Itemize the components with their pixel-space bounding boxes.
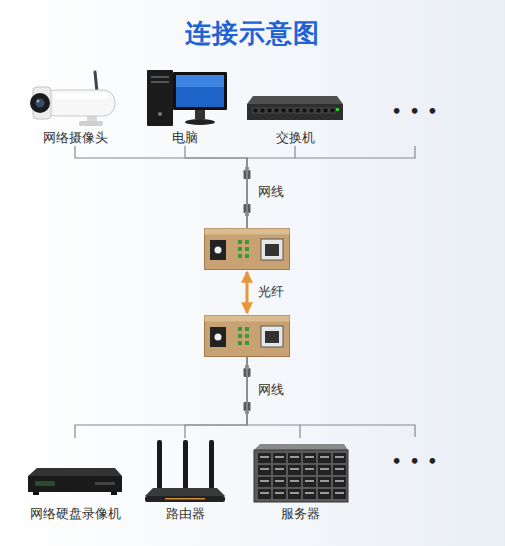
device-illustration — [135, 66, 235, 128]
device-node: 网络硬盘录像机 — [25, 438, 125, 522]
ellipsis-mark: • • • — [392, 104, 439, 120]
device-node — [204, 228, 290, 270]
device-label: 服务器 — [281, 506, 320, 522]
device-illustration — [204, 228, 290, 270]
device-label: 交换机 — [276, 130, 315, 146]
connector-line — [247, 357, 300, 438]
device-label: 电脑 — [172, 130, 198, 146]
device-illustration — [25, 66, 125, 128]
device-illustration — [135, 438, 235, 504]
connector-line — [185, 357, 247, 438]
connector-line — [75, 146, 247, 228]
device-node: 网络摄像头 — [25, 66, 125, 146]
device-node: 电脑 — [135, 66, 235, 146]
diagram-title: 连接示意图 — [0, 16, 505, 51]
device-illustration — [204, 315, 290, 357]
cable-label: 网线 — [258, 382, 284, 398]
device-label: 路由器 — [166, 506, 205, 522]
device-node: 服务器 — [250, 438, 350, 522]
device-label: 网络硬盘录像机 — [30, 506, 121, 522]
device-illustration — [245, 66, 345, 128]
edge-label: 光纤 — [258, 284, 284, 300]
bracket-line — [295, 146, 415, 158]
connector-line — [246, 272, 249, 313]
device-illustration — [25, 438, 125, 504]
device-node: 路由器 — [135, 438, 235, 522]
device-node: 交换机 — [245, 66, 345, 146]
device-label: 网络摄像头 — [43, 130, 108, 146]
connector-line — [75, 357, 247, 438]
bracket-line — [300, 425, 415, 437]
ellipsis-mark: • • • — [392, 454, 439, 470]
cable-label: 网线 — [258, 184, 284, 200]
device-illustration — [250, 438, 350, 504]
device-node — [204, 315, 290, 357]
connector-line — [247, 146, 295, 228]
connector-line — [185, 146, 247, 228]
